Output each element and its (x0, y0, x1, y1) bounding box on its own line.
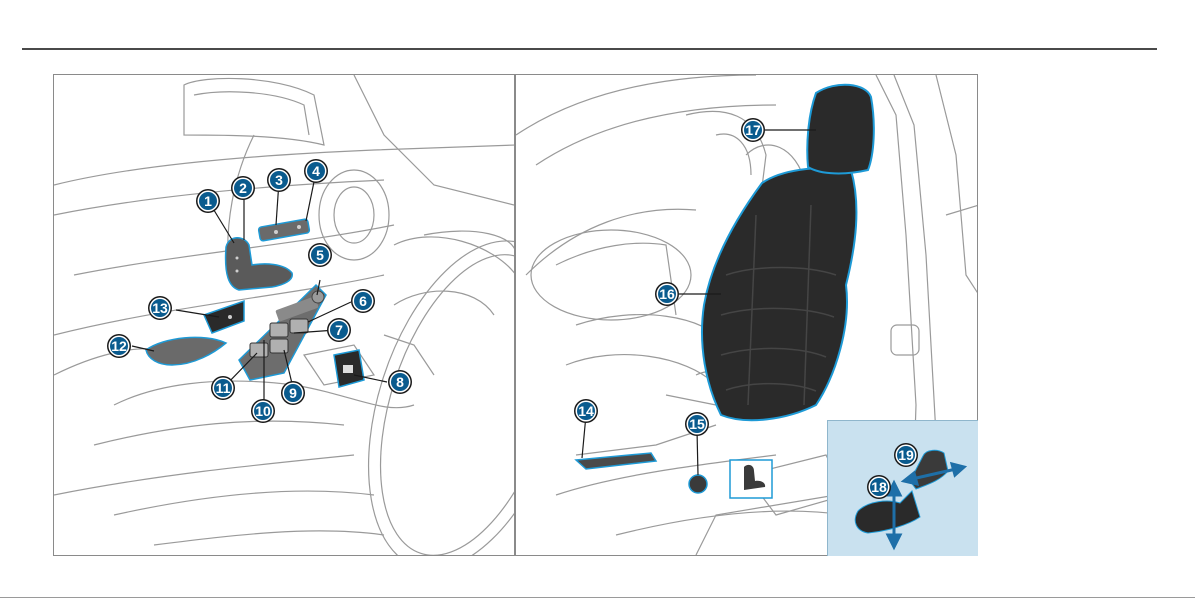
svg-text:2: 2 (239, 180, 247, 196)
callout-2: 2 (231, 176, 255, 200)
svg-text:16: 16 (659, 286, 675, 302)
callout-18: 18 (867, 475, 891, 499)
seat-headrest (807, 85, 874, 174)
window-switch-panel (239, 285, 326, 380)
callout-10: 10 (251, 399, 275, 423)
callout-15: 15 (685, 412, 709, 436)
callout-11: 11 (211, 376, 235, 400)
svg-text:19: 19 (898, 447, 914, 463)
door-controls-illustration: 1 2 3 4 5 6 7 8 9 10 11 12 13 (53, 74, 515, 556)
callout-17: 17 (741, 118, 765, 142)
svg-text:4: 4 (312, 163, 320, 179)
svg-text:6: 6 (359, 293, 367, 309)
svg-text:5: 5 (316, 247, 324, 263)
svg-text:1: 1 (204, 193, 212, 209)
seat-backrest (702, 168, 856, 420)
callout-6: 6 (351, 289, 375, 313)
svg-text:11: 11 (216, 380, 231, 396)
callout-4: 4 (304, 159, 328, 183)
svg-text:13: 13 (152, 300, 168, 316)
callout-19: 19 (894, 443, 918, 467)
svg-text:18: 18 (871, 479, 887, 495)
svg-text:8: 8 (396, 374, 404, 390)
svg-text:10: 10 (255, 403, 271, 419)
svg-text:7: 7 (335, 322, 343, 338)
callout-9: 9 (281, 381, 305, 405)
callout-1: 1 (196, 189, 220, 213)
callout-5: 5 (308, 243, 332, 267)
door-lock-switch (204, 301, 244, 333)
svg-text:14: 14 (578, 403, 594, 419)
seat-adjust-switch (226, 238, 293, 290)
svg-text:15: 15 (689, 416, 705, 432)
seat-release-bar (576, 453, 656, 469)
door-handle (146, 337, 226, 365)
callout-16: 16 (655, 282, 679, 306)
svg-text:9: 9 (289, 385, 297, 401)
callout-7: 7 (327, 318, 351, 342)
door-controls-svg: 1 2 3 4 5 6 7 8 9 10 11 12 13 (54, 75, 515, 556)
seat-adjust-inset: 18 19 (827, 420, 978, 556)
svg-text:3: 3 (275, 172, 283, 188)
child-lock-switch (334, 350, 364, 387)
footer-rule (0, 597, 1195, 598)
callout-12: 12 (107, 334, 131, 358)
header-rule (22, 48, 1157, 50)
svg-text:17: 17 (745, 122, 761, 138)
callout-3: 3 (267, 168, 291, 192)
callout-13: 13 (148, 296, 172, 320)
callout-8: 8 (388, 370, 412, 394)
memory-buttons (258, 219, 310, 241)
svg-text:12: 12 (111, 338, 127, 354)
inset-svg: 18 19 (828, 421, 979, 557)
seat-side-controls (689, 460, 772, 498)
callout-14: 14 (574, 399, 598, 423)
